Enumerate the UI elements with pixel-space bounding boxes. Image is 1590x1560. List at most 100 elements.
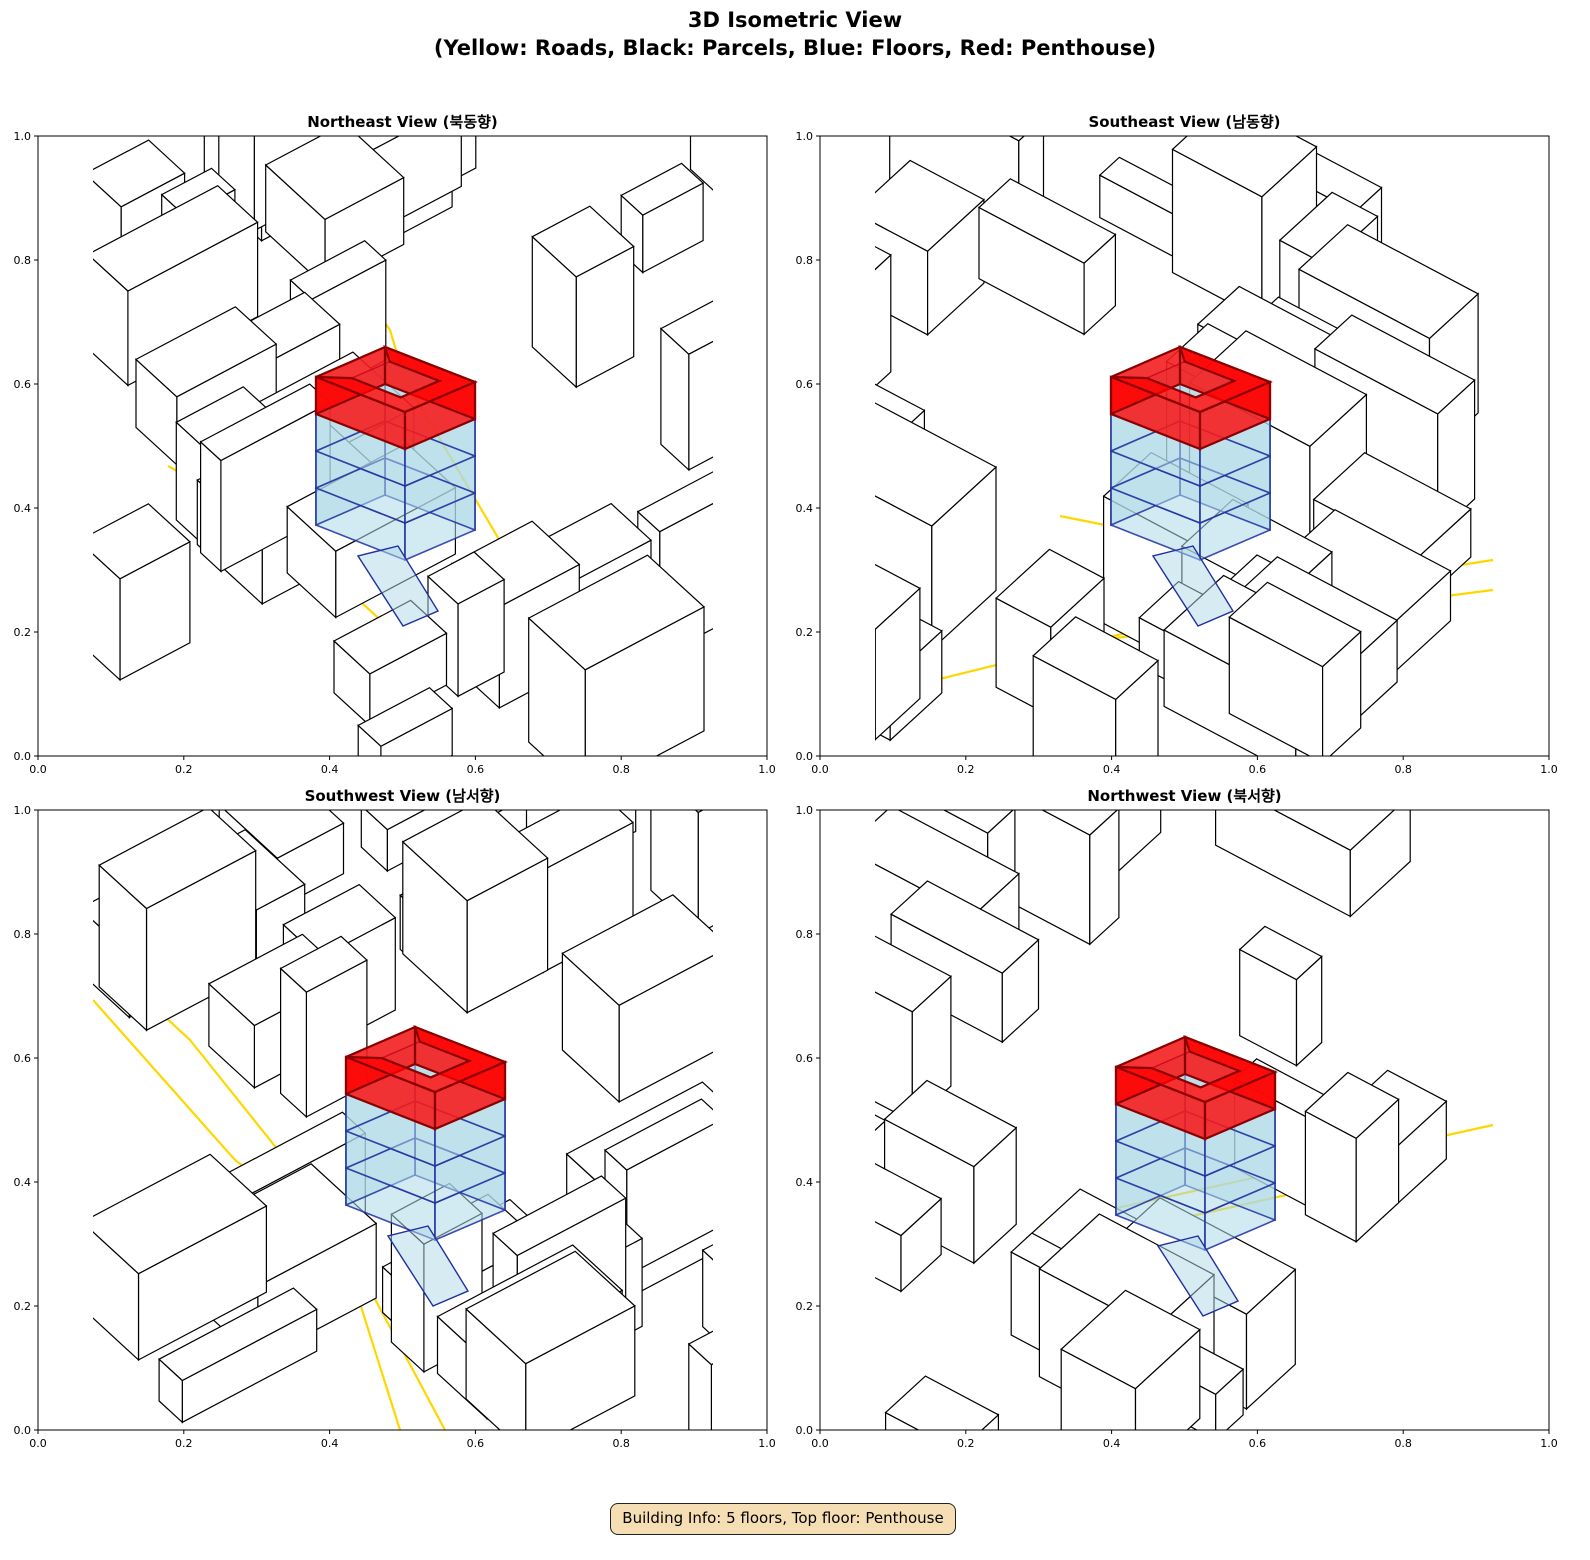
- parcel-roof: [875, 563, 921, 630]
- x-tick-label: 1.0: [758, 1437, 776, 1450]
- x-tick-label: 0.6: [467, 1437, 485, 1450]
- parcel-roof: [603, 1098, 713, 1171]
- axes-frame: [819, 135, 1550, 757]
- x-tick-label: 0.4: [321, 1437, 339, 1450]
- parcel-roof: [747, 671, 861, 749]
- parcel-roof: [223, 810, 345, 859]
- floor-annex: [1156, 1235, 1240, 1317]
- parcel-roof: [883, 1079, 1018, 1168]
- parcel-roof: [1008, 136, 1025, 142]
- penthouse-roof: [1115, 1035, 1278, 1104]
- y-tick-label: 0.6: [796, 1052, 814, 1065]
- parcel-face: [747, 1133, 826, 1261]
- parcel-roof: [279, 935, 368, 993]
- parcel-roof: [875, 1114, 887, 1132]
- parcel-roof: [1297, 223, 1480, 340]
- parcel-roof: [687, 1330, 713, 1366]
- parcel-roof: [977, 178, 1117, 264]
- floor-annex: [386, 1225, 470, 1307]
- x-tick-label: 0.0: [29, 763, 47, 776]
- penthouse-roof: [345, 1025, 508, 1094]
- parcel-roof: [659, 300, 713, 355]
- penthouse-roof: [1110, 345, 1273, 414]
- subplot-0: Northeast View (북동향) 0.0 0.2 0.4 0.6 0.8 1.0 0.…: [14, 30, 776, 776]
- y-tick-label: 0.6: [14, 1052, 32, 1065]
- parcel-roof: [716, 984, 831, 1070]
- parcel-face: [280, 967, 307, 1119]
- subplot-title: Northeast View (북동향): [307, 113, 498, 131]
- x-tick-label: 1.0: [1540, 1437, 1558, 1450]
- y-tick-label: 0.8: [14, 254, 32, 267]
- parcel-face: [200, 440, 222, 573]
- parcel-face: [702, 1248, 713, 1337]
- parcel-face: [743, 1090, 809, 1170]
- parcel-roof: [93, 184, 259, 292]
- parcel-roof: [527, 554, 706, 671]
- parcel-roof: [942, 810, 1014, 834]
- penthouse-roof: [315, 345, 478, 414]
- title-line-1: 3D Isometric View: [687, 8, 903, 32]
- parcel-face: [733, 1223, 837, 1355]
- y-tick-label: 0.4: [796, 502, 814, 515]
- y-tick-label: 0.0: [796, 1424, 814, 1437]
- x-tick-label: 0.2: [957, 1437, 975, 1450]
- x-tick-label: 0.4: [1103, 1437, 1121, 1450]
- parcel-roof: [93, 503, 191, 580]
- figure-title: 3D Isometric View (Yellow: Roads, Black:…: [0, 6, 1590, 62]
- building-info-box: Building Info: 5 floors, Top floor: Pent…: [610, 1503, 956, 1535]
- x-tick-label: 0.0: [29, 1437, 47, 1450]
- parcel-roof: [995, 548, 1106, 628]
- y-tick-label: 1.0: [796, 130, 814, 143]
- parcel-face: [809, 1075, 863, 1169]
- parcel-face: [875, 253, 892, 388]
- parcel-roof: [890, 880, 1040, 974]
- scene: [743, 785, 1494, 1430]
- parcel-roof: [620, 162, 705, 216]
- parcel-roof: [401, 810, 549, 902]
- parcel-roof: [1041, 810, 1119, 836]
- parcel-face: [763, 785, 848, 883]
- parcel-roof: [98, 810, 257, 910]
- parcel-roof: [1304, 1071, 1400, 1140]
- parcel-roof: [1228, 581, 1362, 668]
- parcel-roof: [531, 205, 635, 278]
- parcel-roof: [716, 1155, 868, 1243]
- parcel-face: [875, 669, 891, 742]
- scene: [747, 136, 1494, 756]
- x-tick-label: 0.6: [467, 763, 485, 776]
- parcel-face: [810, 905, 871, 1000]
- scene: [93, 30, 713, 756]
- parcel-roof: [1032, 616, 1160, 701]
- parcel-roof: [884, 1375, 1000, 1430]
- parcel-roof: [465, 1250, 636, 1365]
- parcel-roof: [264, 136, 405, 221]
- y-tick-label: 0.0: [14, 750, 32, 763]
- axes-frame: [819, 809, 1550, 1431]
- parcel-roof: [701, 1244, 713, 1261]
- y-tick-label: 1.0: [14, 804, 32, 817]
- parcel-roof: [694, 810, 705, 814]
- floor-annex: [356, 545, 440, 627]
- x-tick-label: 0.2: [175, 1437, 193, 1450]
- x-tick-label: 0.8: [1394, 1437, 1412, 1450]
- parcel-face: [716, 1225, 735, 1306]
- y-tick-label: 0.4: [14, 1176, 32, 1189]
- y-tick-label: 0.8: [14, 928, 32, 941]
- parcel-roof: [219, 30, 336, 106]
- x-tick-label: 0.4: [321, 763, 339, 776]
- x-tick-label: 0.2: [957, 763, 975, 776]
- y-tick-label: 0.6: [796, 378, 814, 391]
- parcel-roof: [1060, 1289, 1201, 1390]
- y-tick-label: 0.0: [14, 1424, 32, 1437]
- y-tick-label: 0.4: [14, 502, 32, 515]
- parcel-face: [769, 407, 870, 531]
- y-tick-label: 1.0: [796, 804, 814, 817]
- x-tick-label: 1.0: [758, 763, 776, 776]
- x-tick-label: 0.2: [175, 763, 193, 776]
- y-tick-label: 0.8: [796, 928, 814, 941]
- parcel-roof: [1038, 1213, 1216, 1331]
- parcel-roof: [875, 245, 892, 271]
